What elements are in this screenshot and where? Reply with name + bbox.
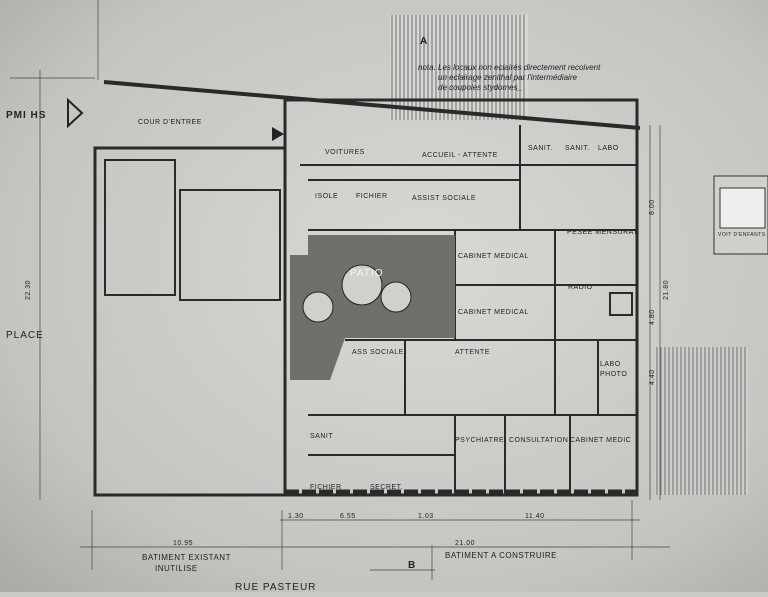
room-cabinet-2: CABINET MEDICAL [458,309,529,316]
room-sanit-1: SANIT. [528,145,553,152]
room-labo-photo-1: LABO [600,361,621,368]
dim-existing-width: 10.95 [173,540,193,547]
note-line-3: de coupoles stydomes_ [438,83,522,92]
dim-11-40: 11.40 [525,513,545,520]
note-line-1: nota. Les locaux non eclairés directemen… [418,63,601,72]
dim-r2: 4.80 [649,309,656,325]
entry-arrow-icon [67,97,84,129]
existing-building-sublabel: INUTILISE [155,564,198,573]
room-pesee: PESEE MENSURAT. [567,229,640,236]
room-cour: COUR D'ENTREE [138,119,202,126]
dim-new-width: 21.00 [455,540,475,547]
patio [290,235,455,380]
entry-label: PMI HS [6,110,46,121]
room-cabinet-3: CABINET MEDIC [570,437,631,444]
room-sanit-3: SANIT [310,433,333,440]
dimension-lines [10,0,670,580]
building-walls [93,80,641,497]
dim-1-30: 1.30 [288,513,304,520]
room-fichier-2: FICHIER [310,484,342,491]
dim-6-55: 6.55 [340,513,356,520]
dim-r3: 4.40 [649,369,656,385]
room-patio: PATIO [350,268,384,279]
room-ass-sociale: ASS SOCIALE [352,349,404,356]
room-attente: ATTENTE [455,349,490,356]
room-sanit-2: SANIT. [565,145,590,152]
hatched-building-top [390,15,528,120]
note-line-2: un eclairage zenithal par l'intermédiair… [438,73,577,82]
hatched-building-right [655,347,748,495]
dim-r1: 8.00 [649,199,656,215]
room-consultation: CONSULTATION [509,437,568,444]
section-b-label: B [408,560,416,571]
room-accueil: ACCUEIL - ATTENTE [422,152,498,159]
room-labo-photo-2: PHOTO [600,371,627,378]
place-label: PLACE [6,330,44,341]
dim-1-03: 1.03 [418,513,434,520]
room-labo: LABO [598,145,619,152]
dim-right-height: 21.80 [663,280,670,300]
room-fichier-1: FICHIER [356,193,388,200]
room-voit-enfants: VOIT D'ENFANTS [718,232,766,238]
room-secret: SECRET. [370,484,403,491]
existing-building-label: BATIMENT EXISTANT [142,553,231,562]
street-label: RUE PASTEUR [235,582,316,592]
room-voitures: VOITURES [325,149,365,156]
room-cabinet-1: CABINET MEDICAL [458,253,529,260]
section-a-label: A [420,36,428,47]
section-arrow-icon [272,127,284,141]
room-isole: ISOLE [315,193,338,200]
elevation-detail [713,175,768,255]
room-psychiatre: PSYCHIATRE [455,437,504,444]
room-assist-sociale: ASSIST SOCIALE [412,195,476,202]
room-radio: RADIO [568,284,593,291]
dim-left-height: 22.30 [25,280,32,300]
new-building-label: BATIMENT A CONSTRUIRE [445,551,557,560]
